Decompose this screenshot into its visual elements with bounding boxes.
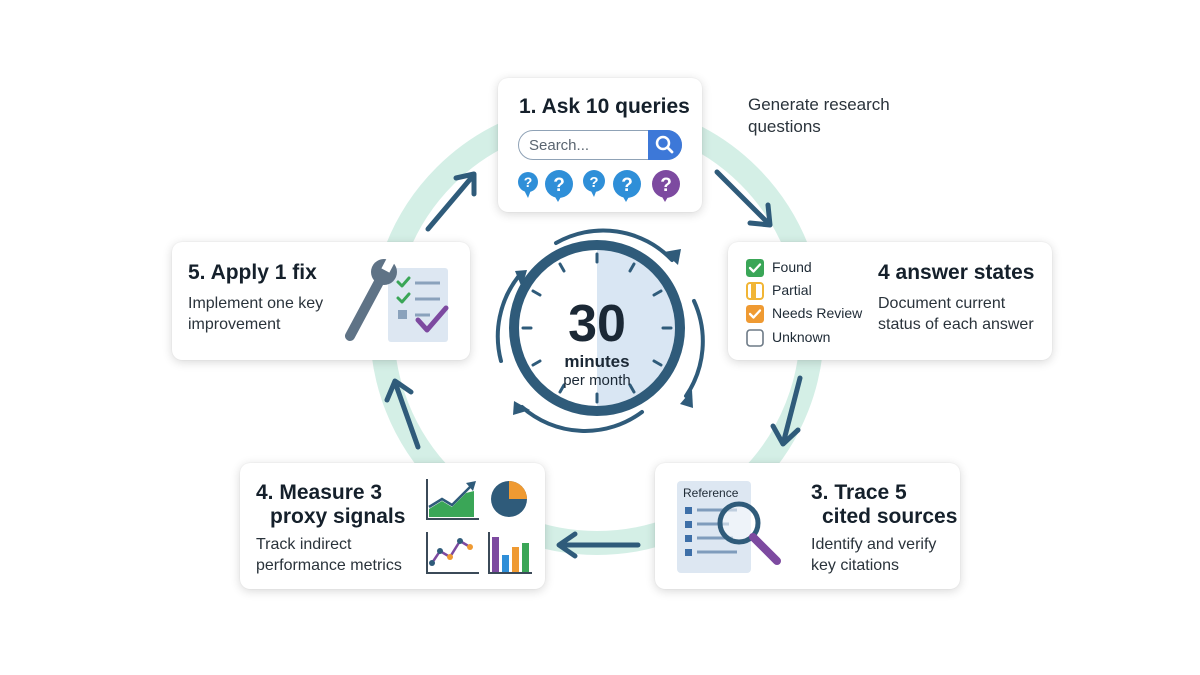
clock-icon bbox=[495, 228, 705, 433]
step-ask-desc-line1: Generate research bbox=[748, 95, 890, 114]
status-needs-review-label: Needs Review bbox=[772, 305, 863, 321]
svg-text:?: ? bbox=[621, 175, 633, 196]
arrow-ask-to-states-head bbox=[747, 202, 773, 228]
wrench-checklist-icon bbox=[345, 258, 449, 342]
step-trace-title-line1: 3. Trace 5 bbox=[811, 481, 907, 504]
svg-text:?: ? bbox=[589, 174, 598, 191]
step-ask-queries-card: 1. Ask 10 queries ? ? ? ? ? bbox=[498, 78, 702, 212]
arrow-fix-to-ask bbox=[425, 174, 475, 232]
question-bubble-icon: ? bbox=[652, 170, 680, 202]
svg-text:?: ? bbox=[524, 174, 533, 190]
arrow-trace-to-measure-head bbox=[556, 531, 578, 559]
step-measure-title-line1: 4. Measure 3 bbox=[256, 481, 383, 504]
search-bar[interactable] bbox=[518, 129, 682, 160]
wrench-icon bbox=[345, 258, 397, 341]
question-bubble-icon: ? bbox=[613, 170, 641, 202]
search-button[interactable] bbox=[648, 129, 682, 160]
cycle-arrows bbox=[384, 169, 803, 559]
step-states-title: 4 answer states bbox=[878, 261, 1035, 284]
clock-minutes-number: 30 bbox=[568, 295, 626, 353]
step-states-desc-line2: status of each answer bbox=[878, 316, 1034, 333]
arrow-ask-to-states bbox=[714, 169, 770, 225]
area-chart-icon bbox=[426, 479, 479, 520]
reference-document-icon: Reference bbox=[677, 481, 781, 573]
step-fix-title: 5. Apply 1 fix bbox=[188, 261, 317, 284]
step-fix-desc-line1: Implement one key bbox=[188, 295, 324, 312]
question-bubbles: ? ? ? ? ? bbox=[518, 170, 680, 202]
step-trace-sources-card: Reference 3. Trace 5 cited sources Ident… bbox=[655, 463, 960, 589]
svg-text:?: ? bbox=[660, 175, 672, 196]
step-apply-fix-card: 5. Apply 1 fix Implement one key improve… bbox=[172, 242, 470, 360]
svg-text:?: ? bbox=[553, 175, 565, 196]
checkbox-review-icon bbox=[746, 305, 764, 323]
reference-doc-label: Reference bbox=[683, 486, 739, 500]
step-answer-states-card: Found Partial Needs Review Unknown 4 ans… bbox=[728, 242, 1052, 360]
step-ask-title: 1. Ask 10 queries bbox=[519, 95, 690, 118]
clock-frequency-label: per month bbox=[563, 372, 631, 389]
clock-minutes-label: minutes bbox=[564, 352, 630, 371]
search-input[interactable] bbox=[529, 135, 644, 155]
arrow-measure-to-fix bbox=[393, 382, 421, 450]
status-found-label: Found bbox=[772, 259, 812, 275]
bar-chart-icon bbox=[488, 532, 532, 574]
step-measure-desc-line1: Track indirect bbox=[256, 536, 352, 553]
status-partial-label: Partial bbox=[772, 282, 812, 298]
step-measure-signals-card: 4. Measure 3 proxy signals Track indirec… bbox=[240, 463, 545, 589]
arrow-measure-to-fix-head bbox=[384, 378, 414, 403]
step-ask-desc-line2: questions bbox=[748, 117, 821, 136]
checkbox-checked-icon bbox=[746, 259, 764, 277]
step-states-desc-line1: Document current bbox=[878, 295, 1006, 312]
step-measure-desc-line2: performance metrics bbox=[256, 557, 402, 574]
line-chart-icon bbox=[426, 532, 479, 574]
arrow-fix-to-ask-head bbox=[453, 171, 477, 197]
pie-chart-icon bbox=[491, 481, 527, 517]
step-trace-desc-line2: key citations bbox=[811, 557, 900, 574]
status-unknown-label: Unknown bbox=[772, 329, 831, 345]
question-bubble-icon: ? bbox=[518, 172, 538, 198]
metrics-charts-icon bbox=[426, 479, 532, 574]
search-icon bbox=[655, 135, 674, 153]
question-bubble-icon: ? bbox=[545, 170, 573, 202]
step-trace-desc-line1: Identify and verify bbox=[811, 536, 937, 553]
arrow-states-to-trace bbox=[781, 375, 803, 443]
question-bubble-icon: ? bbox=[583, 170, 605, 197]
step-measure-title-line2: proxy signals bbox=[270, 505, 406, 528]
step-fix-desc-line2: improvement bbox=[188, 316, 281, 333]
arrow-states-to-trace-head bbox=[770, 423, 801, 447]
checkbox-partial-icon bbox=[746, 282, 764, 300]
checkbox-empty-icon bbox=[746, 329, 764, 347]
step-trace-title-line2: cited sources bbox=[822, 505, 958, 528]
